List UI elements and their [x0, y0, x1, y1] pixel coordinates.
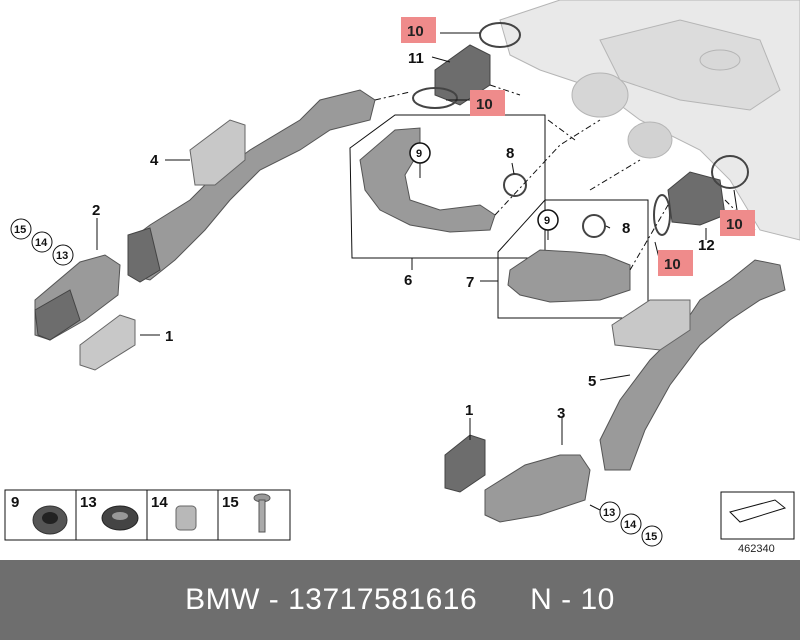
callout-13: 13: [56, 250, 68, 262]
callout-2: 2: [92, 202, 100, 219]
part-1-grille-lower[interactable]: [444, 434, 486, 493]
assembly-box-6: [349, 114, 546, 259]
reference-number: 462340: [738, 543, 775, 555]
connection-lines: [374, 84, 756, 271]
footer-part-number: BMW - 13717581616 N - 10: [185, 583, 615, 616]
callout-3: 3: [557, 405, 565, 422]
callout-9b: 9: [544, 215, 550, 227]
callout-1b: 1: [465, 402, 473, 419]
callout-8b: 8: [622, 220, 630, 237]
callout-11: 11: [408, 50, 424, 67]
callout-10-c: 10: [726, 216, 743, 233]
callout-5: 5: [588, 373, 596, 390]
callout-13b: 13: [603, 507, 615, 519]
callout-15b: 15: [645, 531, 657, 543]
small-parts-legend: 9 13 14 15: [4, 489, 291, 541]
part-10-clamp-right[interactable]: [711, 155, 749, 189]
assembly-box-7: [497, 199, 649, 319]
callout-15: 15: [14, 224, 26, 236]
callout-8: 8: [506, 145, 514, 162]
callout-14: 14: [35, 237, 48, 249]
leader-lines: [96, 32, 738, 511]
part-4-air-duct[interactable]: [127, 89, 376, 283]
part-5-air-duct[interactable]: [599, 259, 786, 471]
legend-label-14: 14: [151, 494, 168, 511]
part-3-intake[interactable]: [484, 454, 591, 523]
highlight-10-a: [401, 17, 436, 43]
footer-bar: BMW - 13717581616 N - 10: [0, 560, 800, 640]
callout-1: 1: [165, 328, 173, 345]
callout-7: 7: [466, 274, 474, 291]
callout-9: 9: [416, 148, 422, 160]
callout-14b: 14: [624, 519, 637, 531]
callout-12: 12: [698, 237, 715, 254]
highlight-10-b: [470, 90, 505, 116]
callout-10-a: 10: [407, 23, 424, 40]
grommet-13-icon: [101, 505, 139, 531]
part-2-intake-grille-housing[interactable]: [34, 254, 121, 341]
callout-4: 4: [150, 152, 159, 169]
legend-label-15: 15: [222, 494, 239, 511]
part-1-grille[interactable]: [79, 314, 136, 371]
part-10-clamp-left[interactable]: [653, 194, 671, 236]
engine-block: [499, 0, 800, 241]
reference-box: 462340: [720, 491, 795, 555]
callout-6: 6: [404, 272, 412, 289]
part-10-clamp-lower[interactable]: [412, 87, 458, 109]
parts-diagram: 4 2 1 11 8 6 7 8 12 5 1 3 9 9 15 14 13 1…: [4, 0, 800, 555]
part-10-clamp-upper[interactable]: [479, 22, 521, 48]
legend-label-9: 9: [11, 494, 19, 511]
highlight-10-d: [658, 250, 693, 276]
callout-labels: 4 2 1 11 8 6 7 8 12 5 1 3: [92, 50, 715, 422]
grommet-9-icon: [32, 505, 68, 535]
callout-10-d: 10: [664, 256, 681, 273]
circled-callouts: 9 9 15 14 13 13 14 15: [10, 142, 663, 547]
highlighted-callouts: 10 10 10 10: [401, 17, 755, 276]
arrow-icon: [729, 499, 787, 523]
highlight-10-c: [720, 210, 755, 236]
clip-nut-14-icon: [175, 505, 197, 531]
callout-10-b: 10: [476, 96, 493, 113]
part-12-sleeve[interactable]: [667, 171, 726, 226]
legend-label-13: 13: [80, 494, 97, 511]
screw-15-icon: [253, 493, 271, 533]
